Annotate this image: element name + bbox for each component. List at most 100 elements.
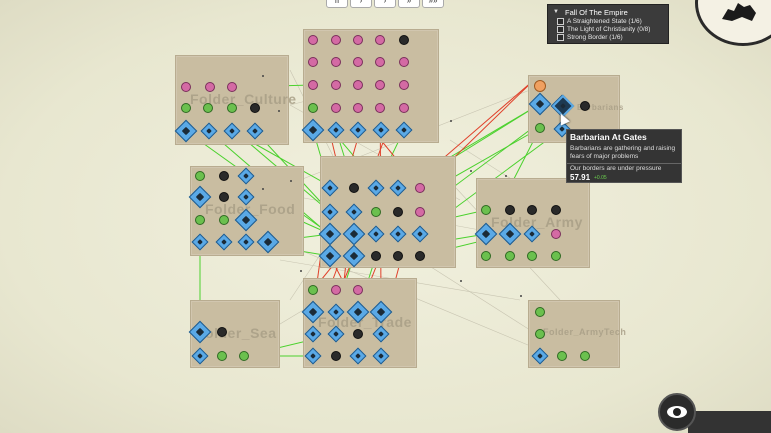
tech-node-green[interactable] [481, 251, 491, 261]
connector-dot [460, 280, 462, 282]
tech-node-pink[interactable] [399, 57, 409, 67]
tech-node-green[interactable] [527, 251, 537, 261]
quest-item-label: A Straightened State (1/6) [567, 18, 642, 26]
tech-node-pink[interactable] [353, 35, 363, 45]
group-title-culture: Folder_Culture [190, 91, 297, 107]
tech-node-dark[interactable] [331, 351, 341, 361]
tech-node-pink[interactable] [205, 82, 215, 92]
tech-node-pink[interactable] [375, 57, 385, 67]
tooltip-barbarian-at-gates: Barbarian At Gates Barbarians are gather… [566, 129, 682, 183]
tech-node-dark[interactable] [250, 103, 260, 113]
tech-node-pink[interactable] [308, 80, 318, 90]
eye-icon[interactable] [658, 393, 696, 431]
tech-node-pink[interactable] [227, 82, 237, 92]
tech-node-pink[interactable] [331, 80, 341, 90]
tech-node-green[interactable] [217, 351, 227, 361]
tech-node-pink[interactable] [353, 103, 363, 113]
tech-node-pink[interactable] [308, 57, 318, 67]
tech-node-pink[interactable] [353, 57, 363, 67]
tech-node-dark[interactable] [219, 192, 229, 202]
tech-node-pink[interactable] [415, 183, 425, 193]
tech-node-pink[interactable] [353, 285, 363, 295]
quest-title: Fall Of The Empire [565, 8, 628, 17]
tech-node-green[interactable] [308, 285, 318, 295]
tech-node-green[interactable] [551, 251, 561, 261]
tech-node-green[interactable] [219, 215, 229, 225]
tech-node-pink[interactable] [375, 35, 385, 45]
tech-node-pink[interactable] [353, 80, 363, 90]
tech-node-green[interactable] [195, 171, 205, 181]
tech-node-pink[interactable] [375, 103, 385, 113]
tech-node-dark[interactable] [399, 35, 409, 45]
tech-node-dark[interactable] [580, 101, 590, 111]
quest-item-label: Strong Border (1/6) [567, 34, 623, 42]
tech-node-dark[interactable] [217, 327, 227, 337]
tech-node-pink[interactable] [399, 80, 409, 90]
connector-dot [450, 120, 452, 122]
tech-node-green[interactable] [195, 215, 205, 225]
tech-node-green[interactable] [371, 207, 381, 217]
tech-node-orange[interactable] [534, 80, 546, 92]
tech-node-green[interactable] [580, 351, 590, 361]
tech-node-pink[interactable] [331, 103, 341, 113]
tech-node-green[interactable] [227, 103, 237, 113]
tech-node-green[interactable] [181, 103, 191, 113]
connector-dot [505, 175, 507, 177]
connector-dot [290, 180, 292, 182]
quest-item: A Straightened State (1/6) [557, 18, 642, 25]
tech-node-green[interactable] [481, 205, 491, 215]
tech-node-pink[interactable] [181, 82, 191, 92]
tech-node-dark[interactable] [527, 205, 537, 215]
group-panel-top [303, 29, 439, 143]
tech-node-pink[interactable] [331, 285, 341, 295]
group-title-food: Folder_Food [205, 201, 296, 217]
connector-dot [278, 110, 280, 112]
tech-node-pink[interactable] [415, 207, 425, 217]
tooltip-description: Barbarians are gathering and raising fea… [570, 145, 676, 160]
group-title-sea: Folder_Sea [196, 325, 277, 341]
collapse-triangle-icon[interactable]: ▼ [553, 9, 559, 15]
tech-node-green[interactable] [535, 123, 545, 133]
tech-node-green[interactable] [203, 103, 213, 113]
tech-node-pink[interactable] [331, 35, 341, 45]
group-title-trade: Folder_Trade [318, 314, 412, 330]
tooltip-delta: +0.05 [594, 174, 607, 181]
tech-node-dark[interactable] [393, 207, 403, 217]
eye-white [667, 406, 687, 418]
group-panel-center [320, 156, 456, 268]
tech-node-green[interactable] [535, 329, 545, 339]
quest-item: The Light of Christianity (0/8) [557, 26, 650, 33]
tech-node-dark[interactable] [349, 183, 359, 193]
tech-node-dark[interactable] [551, 205, 561, 215]
tech-node-dark[interactable] [353, 329, 363, 339]
barbarian-emblem-icon[interactable] [695, 0, 771, 46]
eye-pupil [673, 408, 681, 416]
tech-node-dark[interactable] [219, 171, 229, 181]
tech-node-dark[interactable] [393, 251, 403, 261]
tech-node-pink[interactable] [331, 57, 341, 67]
tech-node-pink[interactable] [399, 103, 409, 113]
tech-node-green[interactable] [557, 351, 567, 361]
speed-3-button[interactable]: »» [422, 0, 444, 8]
pause-button[interactable]: II [326, 0, 348, 8]
tech-node-dark[interactable] [505, 205, 515, 215]
tooltip-pressure-label: Our borders are under pressure [570, 165, 662, 172]
tech-node-pink[interactable] [551, 229, 561, 239]
tech-node-pink[interactable] [375, 80, 385, 90]
tech-node-green[interactable] [239, 351, 249, 361]
tech-node-green[interactable] [505, 251, 515, 261]
tech-node-dark[interactable] [371, 251, 381, 261]
quest-item: Strong Border (1/6) [557, 34, 623, 41]
tech-node-green[interactable] [535, 307, 545, 317]
tooltip-title: Barbarian At Gates [570, 132, 647, 142]
speed-1-button[interactable]: › [374, 0, 396, 8]
connector-dot [470, 170, 472, 172]
connector-dot [262, 75, 264, 77]
connection-line [419, 259, 531, 331]
tech-node-dark[interactable] [415, 251, 425, 261]
play-button[interactable]: › [350, 0, 372, 8]
tech-node-pink[interactable] [308, 35, 318, 45]
tech-node-green[interactable] [308, 103, 318, 113]
speed-2-button[interactable]: » [398, 0, 420, 8]
